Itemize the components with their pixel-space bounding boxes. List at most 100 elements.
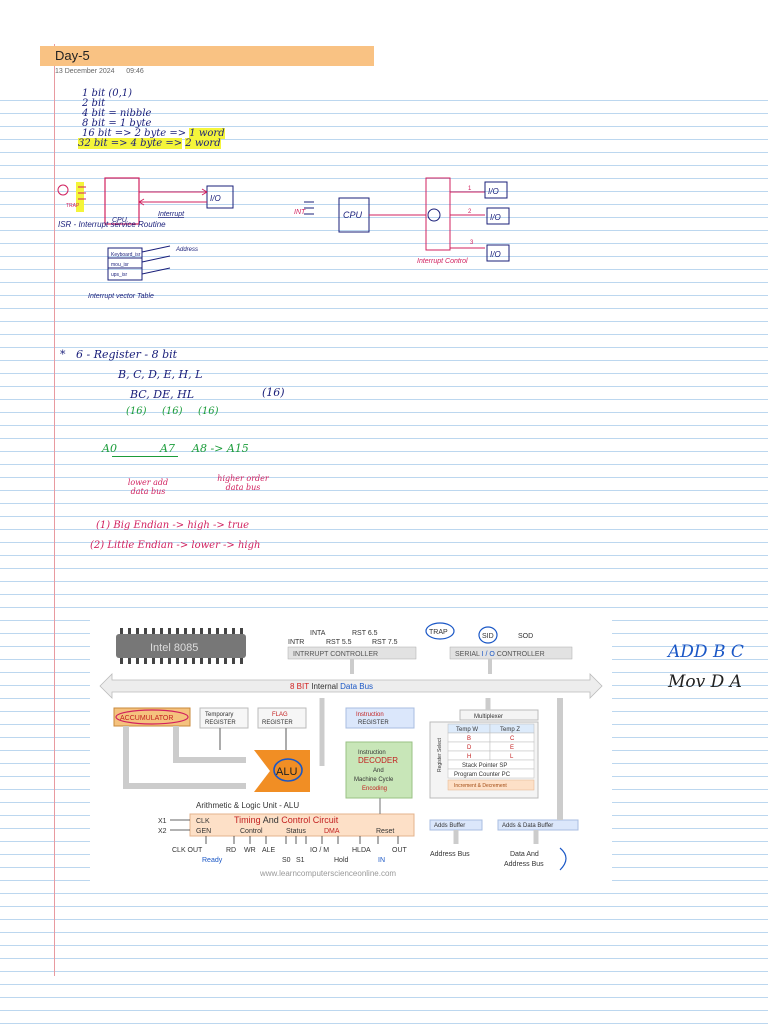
x2-label: X2 bbox=[158, 828, 167, 835]
vector-row-2: mou_isr bbox=[111, 262, 129, 268]
timing-prefix: Timing bbox=[234, 815, 261, 825]
timing-title: Timing And Control Circuit bbox=[234, 815, 339, 825]
reg-temp-w: Temp W bbox=[456, 727, 478, 733]
sig-rd: RD bbox=[226, 847, 236, 854]
controller-io-3: I/O bbox=[490, 250, 501, 259]
note-8bit: 8 bit = 1 byte bbox=[82, 118, 152, 129]
internal-bus-label: 8 BIT Internal Data Bus bbox=[290, 682, 373, 691]
note-2bit: 2 bit bbox=[82, 98, 106, 109]
vector-row-1: Keyboard_isr bbox=[111, 252, 141, 258]
controller-num-2: 2 bbox=[468, 209, 472, 215]
multiplexer-label: Multiplexer bbox=[474, 714, 503, 720]
sig-rst75: RST 7.5 bbox=[372, 639, 398, 646]
sig-hold: Hold bbox=[334, 857, 349, 864]
page-header-area bbox=[0, 0, 768, 88]
address-a8-a15: A8 -> A15 bbox=[192, 442, 249, 455]
controller-num-3: 3 bbox=[470, 240, 474, 246]
big-endian-note: (1) Big Endian -> high -> true bbox=[96, 520, 250, 531]
sig-s1: S1 bbox=[296, 857, 305, 864]
sketch-isr-label: ISR - Interrupt service Routine bbox=[58, 220, 166, 229]
controller-num-1: 1 bbox=[468, 186, 472, 192]
controller-cpu-label: CPU bbox=[343, 210, 363, 220]
note-32bit-text: 32 bit => 4 byte => bbox=[78, 138, 183, 149]
controller-io-2: I/O bbox=[490, 213, 501, 222]
note-4bit: 4 bit = nibble bbox=[82, 108, 152, 119]
flag-register-label-1: FLAG bbox=[272, 712, 288, 718]
page-date: 13 December 2024 09:46 bbox=[55, 68, 144, 75]
register-row-2: BC, DE, HL bbox=[130, 388, 195, 401]
controller-label: Interrupt Control bbox=[417, 258, 468, 265]
decoder-label-5: Encoding bbox=[362, 786, 387, 792]
stack-pointer-label: Stack Pointer SP bbox=[462, 763, 507, 769]
sig-clk-out: CLK OUT bbox=[172, 847, 203, 854]
timing-control: Control bbox=[240, 828, 263, 835]
website-watermark: www.learncomputerscienceonline.com bbox=[259, 869, 396, 878]
sketch-interrupt-label: Interrupt bbox=[158, 211, 185, 218]
temp-register-label-2: REGISTER bbox=[205, 720, 236, 726]
timing-gen: GEN bbox=[196, 828, 211, 835]
register-select-label: Register Select bbox=[437, 737, 443, 772]
serial-suffix: CONTROLLER bbox=[497, 651, 545, 658]
bus-word: Internal bbox=[311, 682, 338, 691]
serial-prefix: SERIAL bbox=[455, 651, 480, 658]
serial-controller-label: SERIAL I / O CONTROLLER bbox=[455, 651, 545, 658]
higher-bus-label: higher order data bus bbox=[217, 474, 269, 492]
reg-l: L bbox=[510, 754, 514, 760]
address-bus-label: Address Bus bbox=[430, 851, 470, 858]
flag-register-label-2: REGISTER bbox=[262, 720, 293, 726]
title-bar bbox=[40, 46, 374, 66]
intel-8085-svg: Intel 8085 INTR INTA RST 5.5 RST 6.5 RST… bbox=[99, 622, 603, 878]
data-buffer-label: Adds & Data Buffer bbox=[502, 823, 553, 829]
sig-hlda: HLDA bbox=[352, 847, 371, 854]
note-16bit-word: 1 word bbox=[189, 128, 225, 139]
bus-suffix: Data Bus bbox=[340, 682, 373, 691]
sig-out: OUT bbox=[392, 847, 408, 854]
sig-inta: INTA bbox=[310, 630, 326, 637]
intel-8085-diagram[interactable]: Intel 8085 INTR INTA RST 5.5 RST 6.5 RST… bbox=[90, 614, 612, 886]
register-size-3: (16) bbox=[198, 406, 219, 417]
register-size-2: (16) bbox=[162, 406, 183, 417]
note-32bit-word: 2 word bbox=[185, 138, 221, 149]
sig-sid: SID bbox=[482, 633, 494, 640]
address-a0: A0 bbox=[102, 442, 117, 455]
register-row-1: B, C, D, E, H, L bbox=[118, 368, 203, 381]
sig-in: IN bbox=[378, 857, 385, 864]
register-size: (16) bbox=[262, 386, 285, 399]
timing-and: And bbox=[263, 815, 279, 825]
inc-dec-label: Increment & Decrement bbox=[454, 783, 507, 789]
vector-table-caption: Interrupt vector Table bbox=[88, 293, 154, 300]
address-buffer-label: Adds Buffer bbox=[434, 823, 465, 829]
address-low-line bbox=[112, 456, 178, 457]
controller-io-1: I/O bbox=[488, 187, 499, 196]
timing-dma: DMA bbox=[324, 828, 340, 835]
register-size-1: (16) bbox=[126, 406, 147, 417]
controller-left-int: INT bbox=[294, 209, 306, 216]
address-a7: A7 bbox=[160, 442, 175, 455]
sketch-cpu-label: CPU bbox=[112, 217, 128, 224]
sketch-trap-label: TRAP bbox=[66, 203, 80, 209]
chip-label: Intel 8085 bbox=[150, 642, 198, 654]
reg-d: D bbox=[467, 745, 472, 751]
timing-reset: Reset bbox=[376, 828, 394, 835]
sig-ale: ALE bbox=[262, 847, 276, 854]
vector-row-3: ups_isr bbox=[111, 272, 127, 278]
instr-register-label-2: REGISTER bbox=[358, 720, 389, 726]
page-title[interactable]: Day-5 bbox=[55, 48, 90, 63]
register-heading: * 6 - Register - 8 bit bbox=[60, 348, 178, 361]
alu-caption: Arithmetic & Logic Unit - ALU bbox=[196, 801, 299, 810]
margin-line bbox=[54, 44, 55, 976]
sig-rst55: RST 5.5 bbox=[326, 639, 352, 646]
controller-sketch: INT CPU 1 2 3 I/O I/O I/O Interrupt Cont… bbox=[294, 177, 510, 265]
interrupt-controller-label: INTRRUPT CONTROLLER bbox=[293, 651, 378, 658]
sig-trap: TRAP bbox=[429, 629, 448, 636]
reg-temp-z: Temp Z bbox=[500, 727, 520, 733]
data-address-bus-label-1: Data And bbox=[510, 851, 539, 858]
sketch-io-label: I/O bbox=[210, 194, 221, 203]
sig-intr: INTR bbox=[288, 639, 304, 646]
decoder-label-4: Machine Cycle bbox=[354, 777, 394, 783]
lower-bus-label: lower add data bus bbox=[127, 478, 169, 496]
side-note-mov: Mov D A bbox=[668, 672, 742, 692]
decoder-label-3: And bbox=[373, 768, 384, 774]
timing-suffix: Control Circuit bbox=[281, 815, 339, 825]
timing-status: Status bbox=[286, 828, 306, 835]
